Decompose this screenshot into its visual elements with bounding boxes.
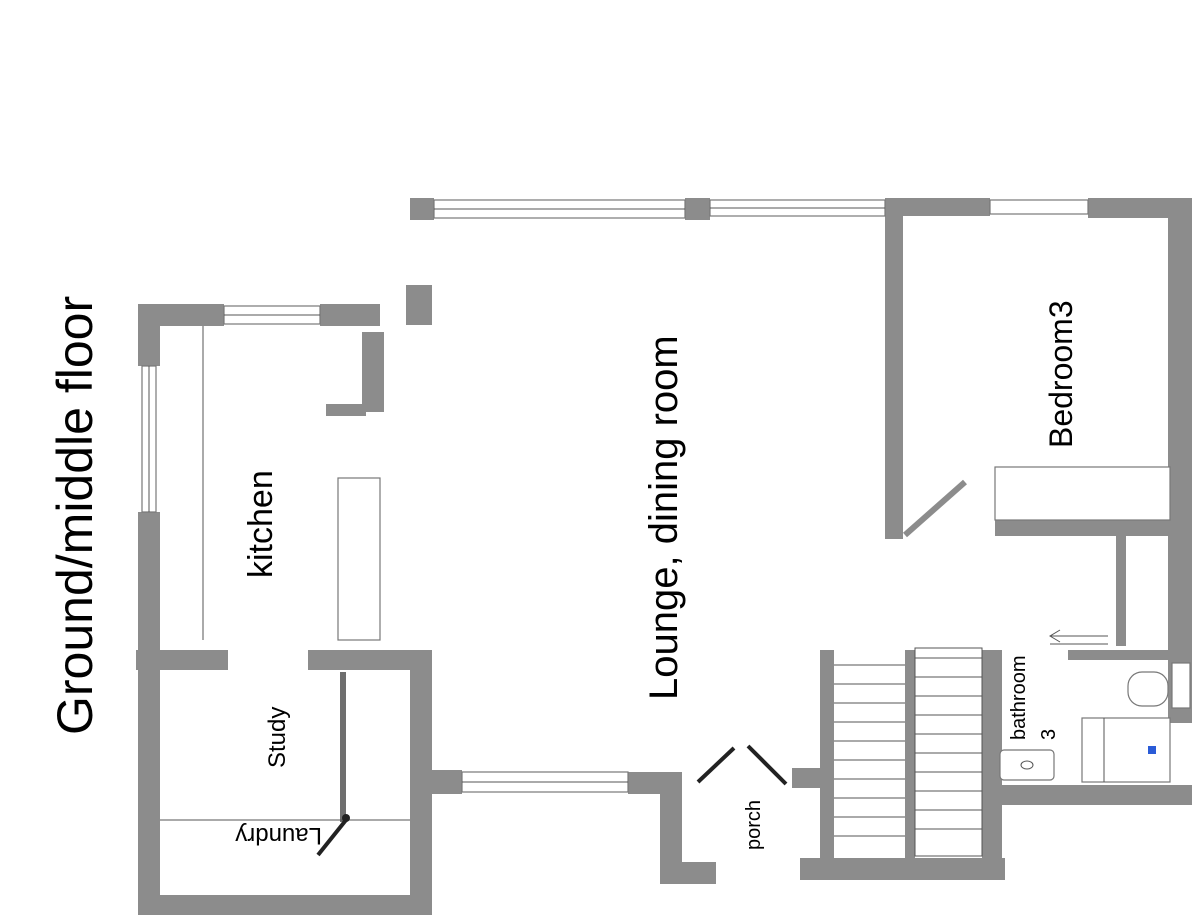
floor-title: Ground/middle floor bbox=[47, 296, 103, 735]
fixtures bbox=[160, 326, 1171, 857]
study-label: Study bbox=[264, 707, 291, 768]
kitchen-label: kitchen bbox=[242, 470, 280, 578]
laundry-label: Laundry bbox=[235, 822, 322, 849]
bedroom-label: Bedroom3 bbox=[1043, 300, 1079, 448]
bathroom-label: bathroom bbox=[1008, 656, 1030, 741]
lounge-label: Lounge, dining room bbox=[642, 335, 686, 700]
porch-label: porch bbox=[743, 800, 765, 850]
bathroom-number-label: 3 bbox=[1038, 729, 1060, 740]
exterior-walls bbox=[136, 198, 1192, 915]
interior-walls bbox=[326, 214, 1175, 822]
stair-frame bbox=[914, 647, 983, 857]
stairs bbox=[834, 647, 983, 857]
windows bbox=[141, 199, 1191, 793]
